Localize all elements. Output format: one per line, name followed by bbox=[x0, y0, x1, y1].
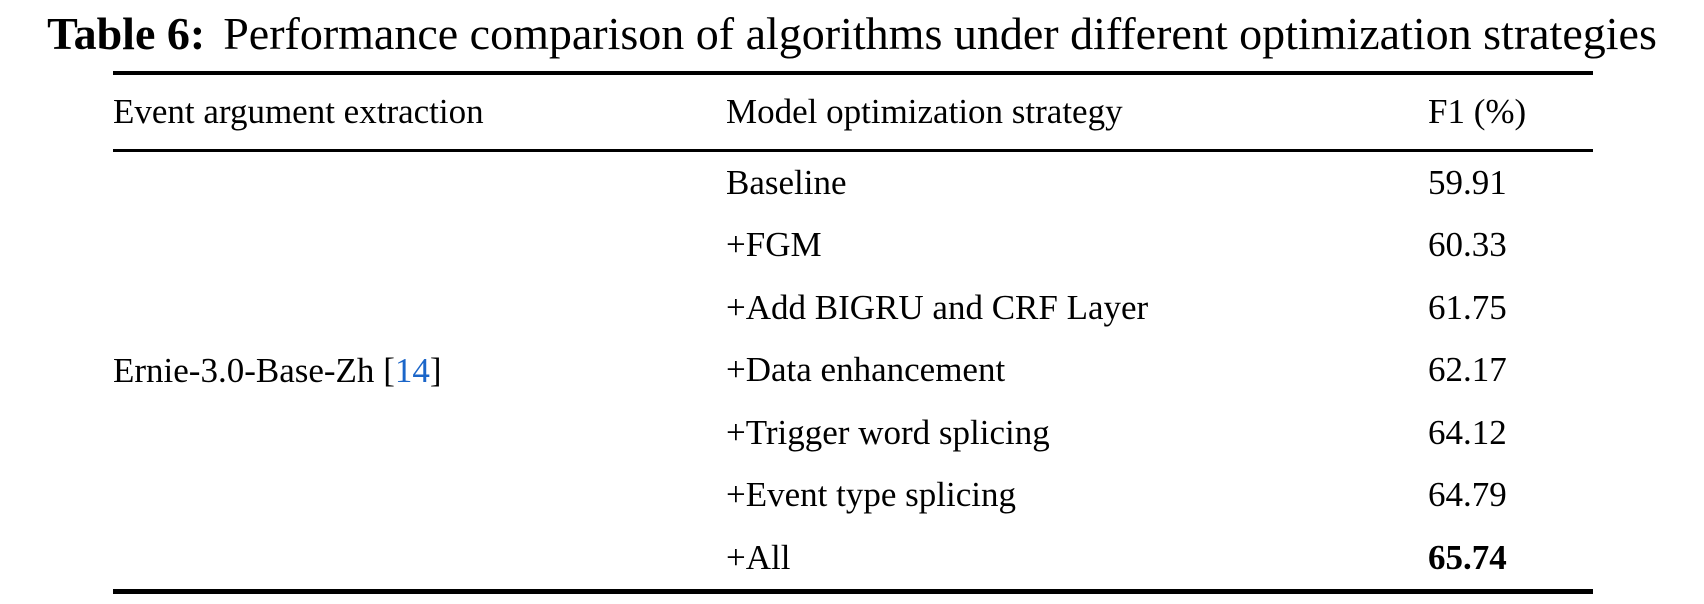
caption-label: Table 6: bbox=[47, 8, 206, 59]
model-name-cell: Ernie-3.0-Base-Zh [14] bbox=[113, 152, 726, 590]
header-row: Event argument extraction Model optimiza… bbox=[113, 75, 1593, 152]
strategy-cell: +FGM bbox=[726, 225, 822, 265]
strategy-cell: +Add BIGRU and CRF Layer bbox=[726, 287, 1149, 327]
col-header-f1: F1 (%) bbox=[1428, 91, 1527, 131]
f1-value-cell: 64.79 bbox=[1428, 475, 1507, 515]
f1-value-cell: 65.74 bbox=[1428, 537, 1507, 577]
col-header-event-argument-extraction: Event argument extraction bbox=[113, 91, 484, 131]
strategy-cell: +Event type splicing bbox=[726, 475, 1016, 515]
citation-bracket-close: ] bbox=[429, 350, 442, 390]
table-caption: Table 6: Performance comparison of algori… bbox=[0, 8, 1704, 61]
results-table: Event argument extraction Model optimiza… bbox=[113, 70, 1593, 595]
f1-value-cell: 64.12 bbox=[1428, 412, 1507, 452]
f1-value-cell: 60.33 bbox=[1428, 225, 1507, 265]
f1-value-cell: 61.75 bbox=[1428, 287, 1507, 327]
f1-value-cell: 62.17 bbox=[1428, 350, 1507, 390]
citation-bracket-open: [ bbox=[383, 350, 395, 390]
col-header-model-optimization-strategy: Model optimization strategy bbox=[726, 91, 1123, 131]
strategy-cell: +All bbox=[726, 537, 791, 577]
table-body: Ernie-3.0-Base-Zh [14] Baseline 59.91 +F… bbox=[113, 152, 1593, 590]
caption-text: Performance comparison of algorithms und… bbox=[223, 8, 1657, 59]
f1-value-cell: 59.91 bbox=[1428, 162, 1507, 202]
strategy-cell: +Data enhancement bbox=[726, 350, 1006, 390]
model-name: Ernie-3.0-Base-Zh bbox=[113, 350, 375, 390]
citation-link[interactable]: 14 bbox=[394, 350, 430, 390]
strategy-cell: +Trigger word splicing bbox=[726, 412, 1050, 452]
strategy-cell: Baseline bbox=[726, 162, 847, 202]
